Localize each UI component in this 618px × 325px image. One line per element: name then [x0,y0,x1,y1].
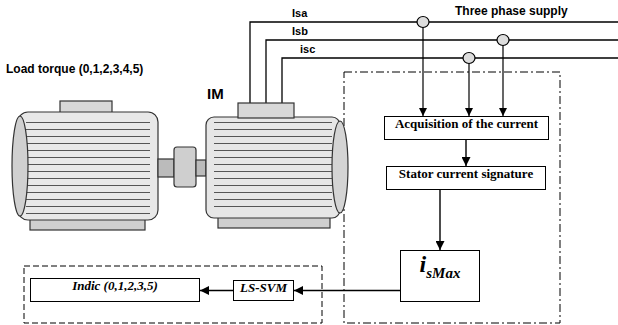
flow-arrow [465,140,466,166]
machine-label: IM [207,85,224,102]
supply-wires [250,22,618,103]
processing-region [344,72,560,323]
flow-arrow [200,290,233,291]
process-box: Stator current signature [386,166,546,190]
diagnosis-region [24,266,322,323]
process-box: Acquisition of the current [384,116,549,140]
signal-name: Isb [292,25,308,37]
flow-arrow [294,290,400,291]
box-text: Stator current signature [399,167,533,181]
current-sensors [417,17,509,117]
signal-name: isc [300,43,315,55]
load-machine [12,101,158,230]
induction-motor [206,103,348,228]
classifier-box: LS-SVM [233,280,294,301]
subscript-text: sMax [426,265,460,282]
load-label: Load torque (0,1,2,3,4,5) [6,62,143,76]
result-box: Indic (0,1,2,3,5) [30,278,200,302]
shaft-coupling [158,147,206,187]
flow-arrow [439,190,440,250]
supply-label: Three phase supply [455,4,568,18]
box-text: i [420,251,427,277]
box-text: Acquisition of the current [395,117,538,131]
box-text: Indic (0,1,2,3,5) [72,279,158,293]
box-text: LS-SVM [240,281,287,295]
feature-box: isMax [400,250,480,302]
signal-name: Isa [292,7,307,19]
